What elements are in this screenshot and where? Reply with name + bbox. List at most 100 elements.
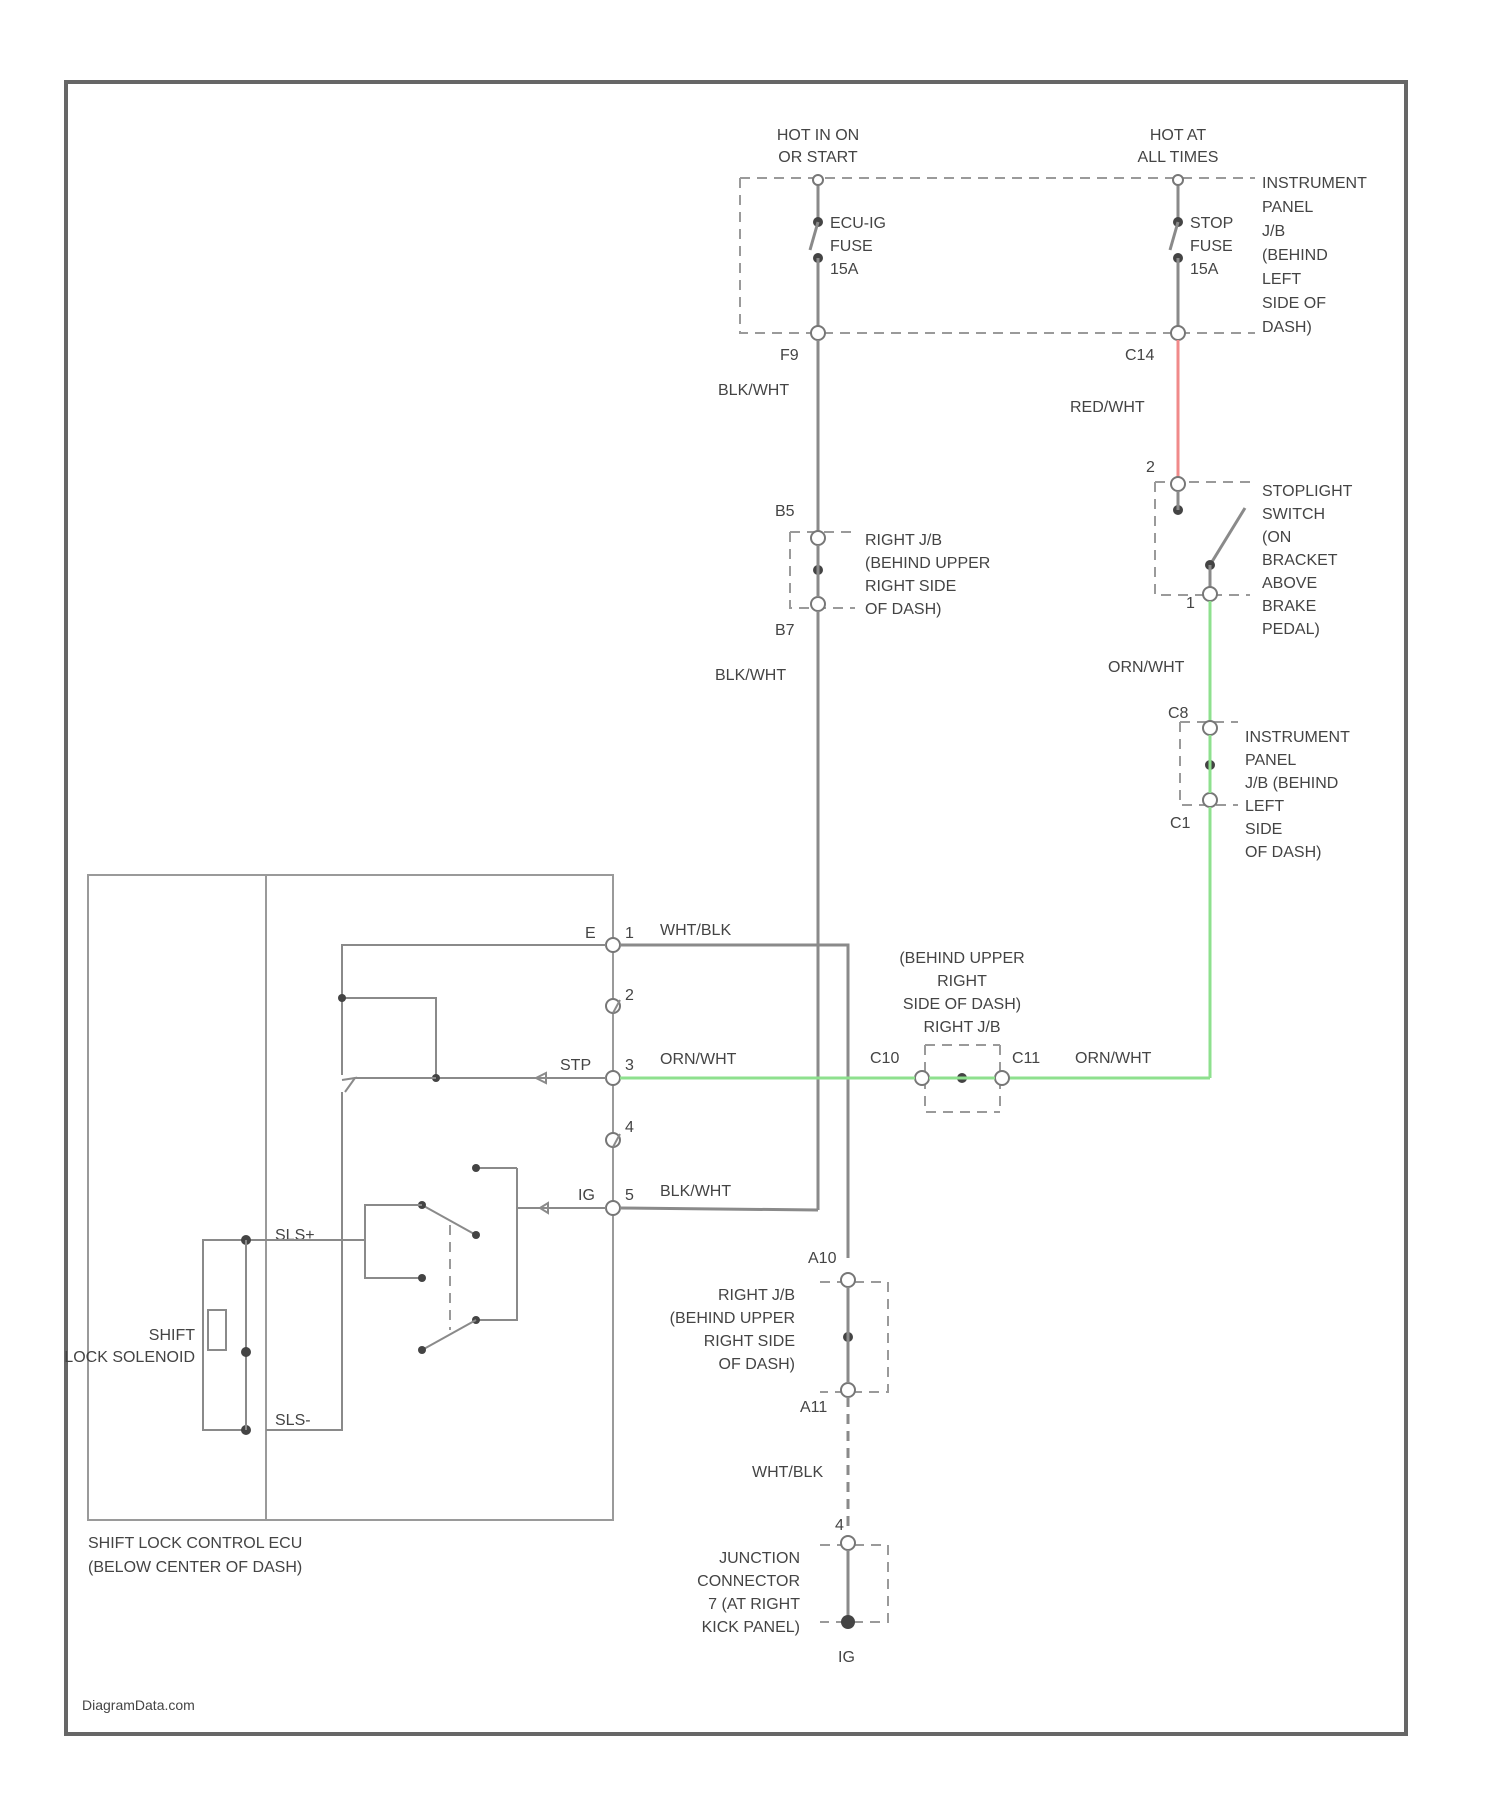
ipjb-label-7: DASH)	[1262, 319, 1312, 336]
relay-contact-lower	[422, 1320, 476, 1350]
ipjb-label-4: (BEHIND	[1262, 247, 1328, 264]
shift-lock-solenoid-label: SHIFT	[149, 1327, 195, 1344]
ecu-pin-5-label: 5	[625, 1187, 634, 1204]
connector-c1	[1203, 793, 1217, 807]
right-jb-lower-label-2: (BEHIND UPPER	[670, 1310, 795, 1327]
stoplight-label-2: SWITCH	[1262, 506, 1325, 523]
stoplight-pin-2-label: 2	[1146, 459, 1155, 476]
connector-a10	[841, 1273, 855, 1287]
stoplight-label-5: ABOVE	[1262, 575, 1317, 592]
stop-fuse-rating: 15A	[1190, 261, 1219, 278]
fuse-pin-top	[1173, 175, 1183, 185]
ecu-terminal-ig: IG	[578, 1187, 595, 1204]
junction-label-4: KICK PANEL)	[702, 1619, 800, 1636]
ipjb2-label-2: PANEL	[1245, 752, 1296, 769]
connector-a11	[841, 1383, 855, 1397]
junction-label: JUNCTION	[719, 1550, 800, 1567]
junction-pin	[841, 1536, 855, 1550]
right-jb-mid: (BEHIND UPPER RIGHT SIDE OF DASH) RIGHT …	[870, 950, 1040, 1112]
hot-at-all-times-label: HOT AT	[1150, 127, 1207, 144]
wire-color-label: BLK/WHT	[660, 1183, 731, 1200]
connector-b7-label: B7	[775, 622, 795, 639]
ecu-ig-fuse-label: ECU-IG	[830, 215, 886, 232]
ipjb-label-2: PANEL	[1262, 199, 1313, 216]
ipjb-label-3: J/B	[1262, 223, 1285, 240]
stop-fuse-label-2: FUSE	[1190, 238, 1233, 255]
right-jb-lower-label: RIGHT J/B	[718, 1287, 795, 1304]
ecu-title: SHIFT LOCK CONTROL ECU	[88, 1535, 302, 1552]
stoplight-pin-1-label: 1	[1186, 595, 1195, 612]
wire-color-label: BLK/WHT	[715, 667, 786, 684]
wire-color-label: WHT/BLK	[660, 922, 731, 939]
junction-pin-label: 4	[835, 1517, 844, 1534]
connector-c8-label: C8	[1168, 705, 1189, 722]
wire-color-label: BLK/WHT	[718, 382, 789, 399]
connector-b7	[811, 597, 825, 611]
connector-f9	[811, 326, 825, 340]
stoplight-switch-contact	[1210, 508, 1245, 565]
ecu-terminal-sls-plus: SLS+	[275, 1227, 315, 1244]
ecu-pin-4-label: 4	[625, 1119, 634, 1136]
connector-c14	[1171, 326, 1185, 340]
wire-color-label: RED/WHT	[1070, 399, 1145, 416]
ground-point	[841, 1615, 855, 1629]
connector-b5	[811, 531, 825, 545]
junction-label-3: 7 (AT RIGHT	[708, 1596, 800, 1613]
right-jb-label-2: (BEHIND UPPER	[865, 555, 990, 572]
stoplight-label-4: BRACKET	[1262, 552, 1338, 569]
right-jb-mid-label-3: SIDE OF DASH)	[903, 996, 1021, 1013]
ecu-outline	[88, 875, 613, 1520]
ipjb2-label-5: SIDE	[1245, 821, 1282, 838]
ecu-location: (BELOW CENTER OF DASH)	[88, 1559, 302, 1576]
shift-lock-solenoid-coil	[208, 1310, 226, 1350]
connector-c11-label: C11	[1012, 1050, 1040, 1067]
right-jb-lower-outline	[820, 1282, 888, 1392]
ecu-terminal-sls-minus: SLS-	[275, 1412, 311, 1429]
connector-c8	[1203, 721, 1217, 735]
connector-a10-label: A10	[808, 1250, 837, 1267]
connector-b5-label: B5	[775, 503, 795, 520]
right-jb-label-4: OF DASH)	[865, 601, 941, 618]
stoplight-pin-1	[1203, 587, 1217, 601]
fuse-block: HOT IN ON OR START HOT AT ALL TIMES ECU-…	[740, 127, 1367, 364]
right-jb-mid-label: (BEHIND UPPER	[899, 950, 1024, 967]
shift-lock-solenoid-label-2: LOCK SOLENOID	[64, 1349, 195, 1366]
ipjb2-label-4: LEFT	[1245, 798, 1284, 815]
stoplight-label-7: PEDAL)	[1262, 621, 1320, 638]
fuse-pin-top	[813, 175, 823, 185]
connector-c14-label: C14	[1125, 347, 1154, 364]
stoplight-circuit: RED/WHT 2 1 STOPLIGHT SWITCH (ON BRACKET…	[1007, 340, 1353, 1078]
ipjb2-label-6: OF DASH)	[1245, 844, 1321, 861]
right-jb-lower: A10 A11 RIGHT J/B (BEHIND UPPER RIGHT SI…	[670, 1250, 888, 1533]
ipjb2-label-3: J/B (BEHIND	[1245, 775, 1338, 792]
ipjb2-label: INSTRUMENT	[1245, 729, 1350, 746]
wire-color-label: WHT/BLK	[752, 1464, 823, 1481]
wire-color-label: ORN/WHT	[660, 1051, 737, 1068]
right-jb-lower-label-4: OF DASH)	[719, 1356, 795, 1373]
junction-connector-7: 4 IG JUNCTION CONNECTOR 7 (AT RIGHT KICK…	[697, 1517, 888, 1666]
stoplight-label-6: BRAKE	[1262, 598, 1316, 615]
right-jb-mid-label-2: RIGHT	[937, 973, 987, 990]
watermark: DiagramData.com	[82, 1697, 195, 1713]
ecu-terminal-e: E	[585, 925, 596, 942]
ecu-pin-3-label: 3	[625, 1057, 634, 1074]
connector-a11-label: A11	[800, 1399, 827, 1416]
right-jb-label: RIGHT J/B	[865, 532, 942, 549]
stoplight-pin-2	[1171, 477, 1185, 491]
connector-c1-label: C1	[1170, 815, 1191, 832]
hot-in-run-label-2: OR START	[778, 149, 858, 166]
stoplight-label: STOPLIGHT	[1262, 483, 1353, 500]
junction-label-2: CONNECTOR	[697, 1573, 800, 1590]
connector-c11	[995, 1071, 1009, 1085]
ecu-pin-3	[606, 1071, 620, 1085]
stoplight-label-3: (ON	[1262, 529, 1291, 546]
stop-fuse-label: STOP	[1190, 215, 1233, 232]
ipjb-label-5: LEFT	[1262, 271, 1301, 288]
ecu-pin-5	[606, 1201, 620, 1215]
wire-color-label: ORN/WHT	[1075, 1050, 1152, 1067]
ecu-terminal-stp: STP	[560, 1057, 591, 1074]
ipjb-label: INSTRUMENT	[1262, 175, 1367, 192]
ecu-ig-fuse-rating: 15A	[830, 261, 859, 278]
ecu-pin-1-label: 1	[625, 925, 634, 942]
